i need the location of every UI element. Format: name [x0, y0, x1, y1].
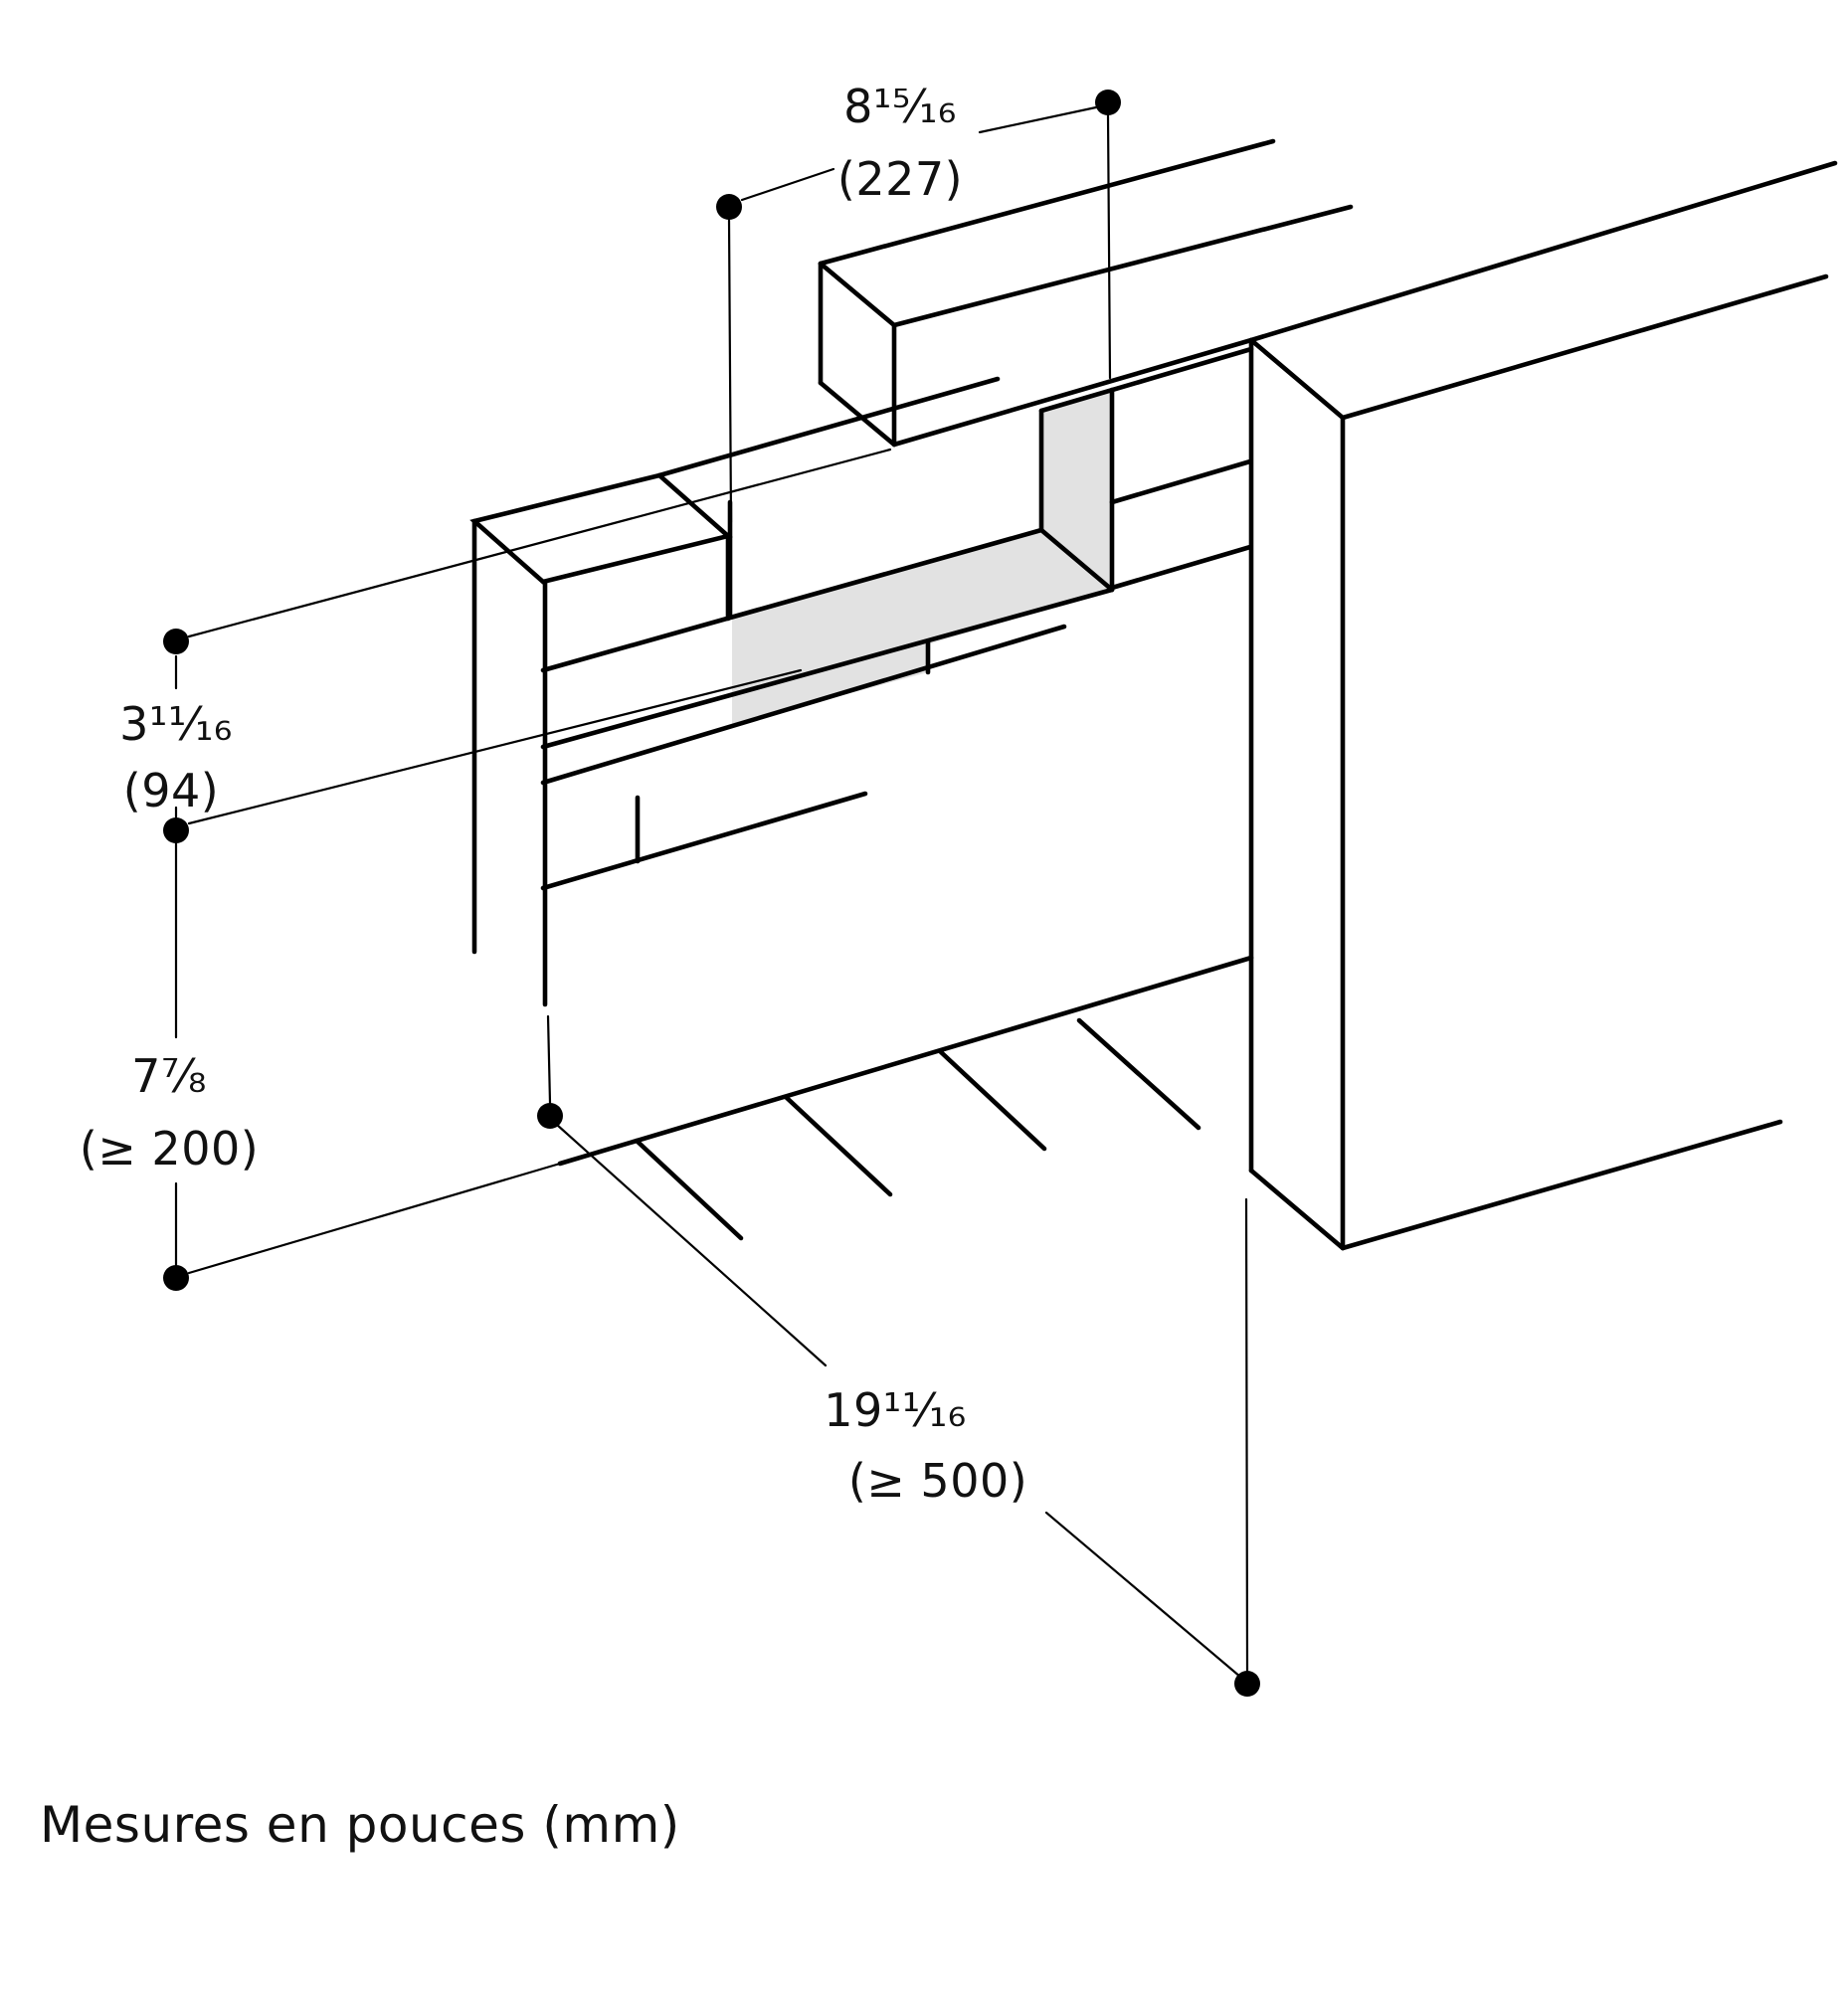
clearance-leader-bottom	[187, 1162, 562, 1275]
duct-width-leader-left	[740, 167, 835, 202]
recess-shading	[732, 390, 1112, 725]
masonry-wall	[540, 346, 1254, 891]
recess-depth-leader-top	[187, 448, 892, 638]
clearance-height-mm: (≥ 200)	[79, 1122, 260, 1175]
min-depth-line-right	[1044, 1511, 1242, 1679]
duct-width-ext-left	[727, 218, 733, 524]
dot-min-depth-left	[537, 1103, 563, 1129]
duct-outline	[818, 138, 1354, 448]
floor-hatching	[557, 955, 1254, 1241]
min-depth-line-left	[555, 1123, 828, 1367]
duct-width-mm: (227)	[836, 152, 964, 206]
dot-min-depth-right	[1234, 1671, 1260, 1697]
duct-width-leader-right	[978, 105, 1098, 134]
min-depth-mm: (≥ 500)	[847, 1454, 1028, 1508]
min-depth-inches: 19¹¹⁄₁₆	[824, 1383, 967, 1437]
dot-recess-depth-bottom	[163, 817, 189, 843]
clearance-height-inches: 7⁷⁄₈	[131, 1049, 207, 1103]
dot-duct-width-left	[716, 194, 742, 220]
dot-duct-width-right	[1095, 90, 1121, 115]
dimension-dots	[163, 90, 1260, 1697]
recess-side-wall-shade	[1041, 390, 1112, 590]
duct-width-ext-right	[1106, 113, 1112, 380]
dimension-lines	[174, 105, 1249, 1679]
side-panel	[1248, 160, 1838, 1251]
duct-width-inches: 8¹⁵⁄₁₆	[843, 80, 957, 133]
recess-depth-mm: (94)	[122, 764, 220, 817]
dot-recess-depth-top	[163, 629, 189, 654]
units-caption: Mesures en pouces (mm)	[40, 1796, 680, 1854]
recess-depth-inches: 3¹¹⁄₁₆	[119, 697, 233, 751]
min-depth-ext-right	[1244, 1197, 1249, 1673]
recess-depth-leader-bottom	[187, 668, 803, 825]
recess-floor-shade	[732, 530, 1112, 725]
dot-clearance-bottom	[163, 1265, 189, 1291]
structure-lines	[469, 138, 1838, 1251]
min-depth-ext-left	[546, 1014, 552, 1105]
